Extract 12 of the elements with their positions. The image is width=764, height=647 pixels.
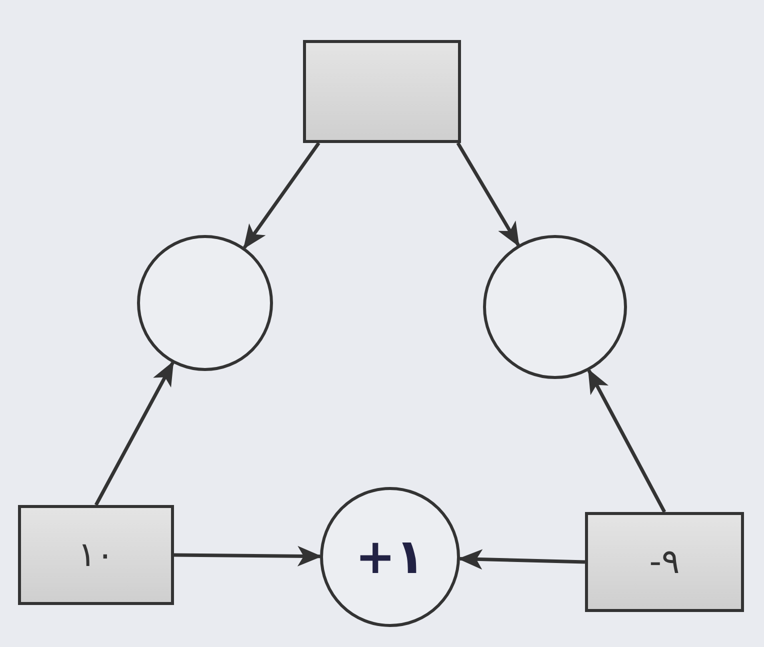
node-label: ۱۰ bbox=[78, 535, 114, 575]
box-node bbox=[303, 40, 461, 143]
arrow bbox=[456, 142, 520, 247]
arrow bbox=[174, 546, 322, 566]
arrow bbox=[242, 142, 320, 250]
box-node bbox=[18, 505, 174, 605]
arrow bbox=[587, 368, 666, 513]
arrow bbox=[458, 549, 586, 570]
node-label: -۹ bbox=[649, 542, 680, 582]
arrow bbox=[94, 361, 174, 506]
box-node bbox=[585, 512, 744, 612]
node-label: +۱ bbox=[355, 529, 425, 585]
